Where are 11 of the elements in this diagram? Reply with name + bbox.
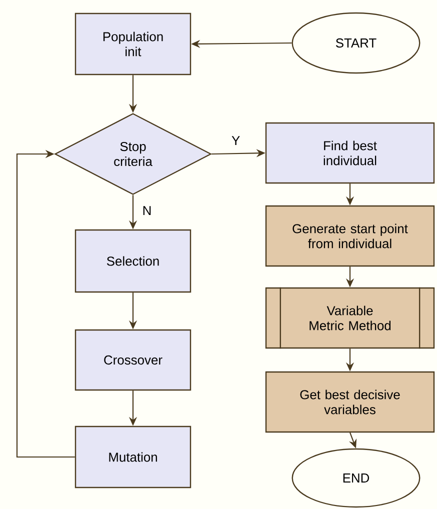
- process-box: Find best individual: [265, 122, 435, 184]
- edge-label: Y: [230, 135, 242, 146]
- process-box: Population init: [74, 12, 192, 76]
- edge-label: N: [141, 205, 153, 216]
- process-box: Crossover: [74, 329, 192, 391]
- arrow: [16, 150, 75, 458]
- process-box: Get best decisive variables: [265, 371, 435, 433]
- predefined-process-box: Variable Metric Method: [265, 286, 435, 350]
- process-box: Selection: [74, 229, 192, 293]
- process-box: Mutation: [74, 426, 192, 488]
- process-box: Generate start point from individual: [265, 205, 435, 267]
